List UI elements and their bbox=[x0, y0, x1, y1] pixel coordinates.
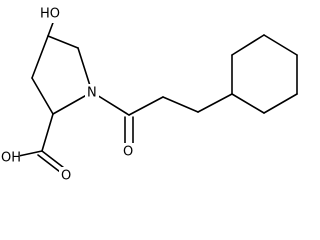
atom-label-o-acid: O bbox=[61, 169, 71, 184]
bond-c2-c3 bbox=[31, 77, 54, 115]
atom-label-o-carbonyl: O bbox=[123, 145, 133, 160]
structure-diagram: HO N O OH O bbox=[0, 6, 298, 184]
mask-oh-acid bbox=[0, 150, 20, 167]
bond-cy3-cy4 bbox=[263, 34, 298, 56]
bond-cy6-cy1 bbox=[231, 93, 265, 114]
mask-o-acid bbox=[59, 167, 74, 184]
mask-o-carbonyl bbox=[121, 143, 135, 160]
bond-c2-ccooh bbox=[41, 113, 54, 152]
atom-label-n: N bbox=[87, 86, 97, 101]
bond-carbonyl-ch2 bbox=[128, 96, 164, 116]
mask-ho bbox=[39, 6, 63, 23]
atom-label-ho: HO bbox=[40, 7, 60, 22]
bond-ch2-ch2 bbox=[162, 96, 199, 113]
atom-label-oh-acid: OH bbox=[1, 151, 21, 166]
bond-cy5-cy6 bbox=[263, 93, 298, 114]
mask-n bbox=[85, 84, 99, 101]
bond-c3-c4 bbox=[31, 35, 49, 79]
bond-ch2-cyclohexyl bbox=[197, 93, 233, 113]
molecule-svg: HO N O OH O bbox=[0, 6, 298, 184]
bond-c4-c5 bbox=[47, 35, 79, 49]
bond-cy2-cy3 bbox=[231, 34, 265, 56]
